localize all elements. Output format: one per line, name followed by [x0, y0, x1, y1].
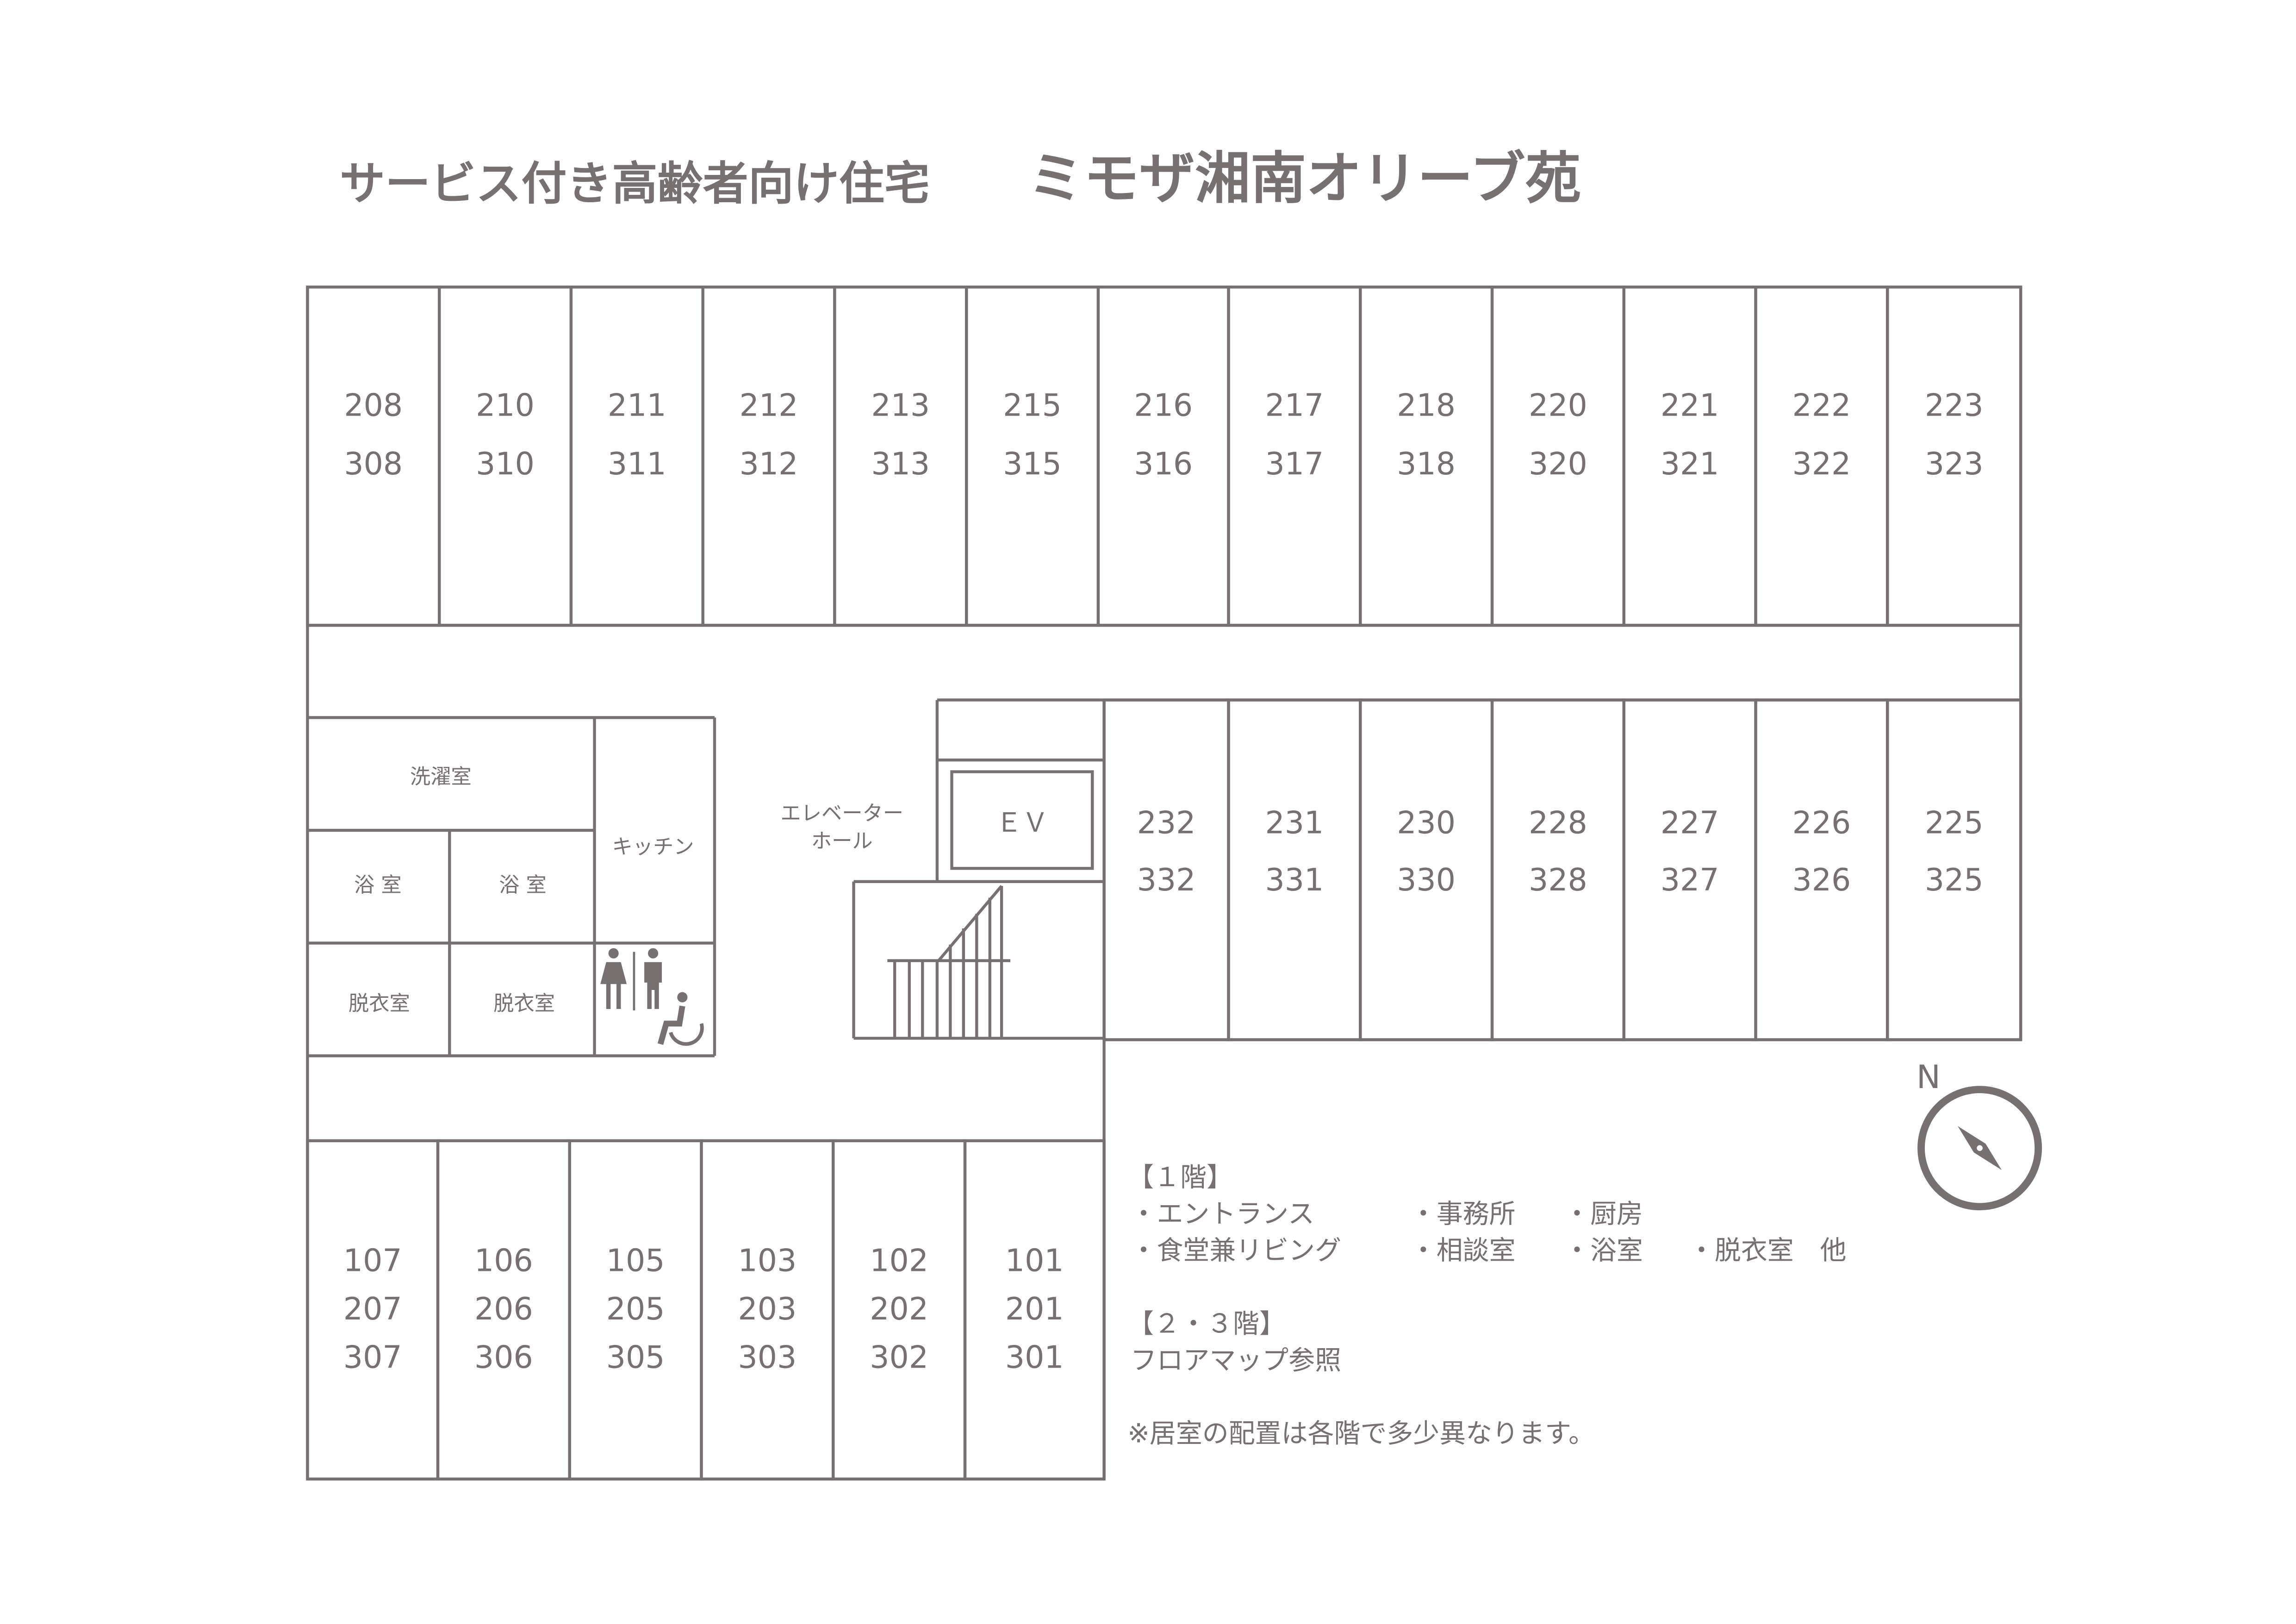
room-number: 317 [1265, 446, 1324, 482]
room-grid: 208 308 210 310 211 311 212 312 213 313 215 315 216 3… [306, 286, 2022, 1481]
room-number: 225 [1925, 804, 1984, 840]
walls [306, 286, 2022, 1481]
room-number: 310 [476, 446, 535, 482]
room-number: 101 [1005, 1242, 1064, 1278]
room-number: 232 [1137, 804, 1196, 840]
legend-item: ・浴室 [1564, 1235, 1643, 1266]
room-number: 231 [1265, 804, 1324, 840]
room-number: 218 [1397, 387, 1456, 423]
room-number: 107 [343, 1242, 402, 1278]
room-number: 322 [1792, 446, 1851, 482]
room-number: 330 [1397, 862, 1456, 898]
dressing-room-label: 脱衣室 [348, 992, 410, 1015]
room-number: 226 [1792, 804, 1851, 840]
room-number: 316 [1134, 446, 1193, 482]
legend: 【１階】 ・エントランス ・事務所 ・厨房 ・食堂兼リビング ・相談室 ・浴室 … [1127, 1162, 1846, 1449]
dressing-room-label: 脱衣室 [493, 992, 555, 1015]
legend-floor23-text: フロアマップ参照 [1131, 1345, 1341, 1375]
legend-note: ※居室の配置は各階で多少異なります。 [1127, 1419, 1595, 1449]
room-number: 228 [1529, 804, 1587, 840]
room-number: 307 [343, 1339, 402, 1375]
room-number: 210 [476, 387, 535, 423]
room-number: 223 [1925, 387, 1984, 423]
legend-item: ・厨房 [1564, 1199, 1643, 1229]
laundry-room-label: 洗濯室 [410, 765, 472, 789]
room-number: 327 [1661, 862, 1719, 898]
staircase-icon [887, 885, 1011, 1039]
legend-item: ・相談室 [1410, 1235, 1516, 1266]
room-number: 217 [1265, 387, 1324, 423]
room-number: 227 [1661, 804, 1719, 840]
room-number: 202 [870, 1291, 928, 1327]
room-number: 315 [1003, 446, 1062, 482]
title-prefix: サービス付き高齢者向け住宅 [340, 157, 930, 210]
room-number: 325 [1925, 862, 1984, 898]
legend-item: ・事務所 [1410, 1199, 1516, 1229]
room-number: 106 [474, 1242, 533, 1278]
room-number: 201 [1005, 1291, 1064, 1327]
kitchen-label: キッチン [612, 835, 694, 859]
legend-floor1-heading: 【１階】 [1127, 1162, 1233, 1193]
room-number: 318 [1397, 446, 1456, 482]
restroom-icon [600, 948, 662, 1011]
room-number: 208 [344, 387, 403, 423]
room-number: 328 [1529, 862, 1587, 898]
room-number: 311 [608, 446, 666, 482]
facility-name: ミモザ湘南オリーブ苑 [1028, 146, 1581, 211]
room-number: 102 [870, 1242, 928, 1278]
room-number: 331 [1265, 862, 1324, 898]
room-number: 207 [343, 1291, 402, 1327]
room-number: 306 [474, 1339, 533, 1375]
room-number: 323 [1925, 446, 1984, 482]
compass-icon [1917, 1086, 2042, 1211]
room-number: 326 [1792, 862, 1851, 898]
room-number: 305 [606, 1339, 665, 1375]
bath-label: 浴 室 [499, 873, 547, 897]
legend-item: ・エントランス [1131, 1199, 1314, 1229]
room-number: 221 [1661, 387, 1719, 423]
room-number: 203 [738, 1291, 796, 1327]
room-number: 211 [608, 387, 666, 423]
elevator-hall-label: ホール [811, 829, 873, 853]
room-number: 308 [344, 446, 403, 482]
room-number: 302 [870, 1339, 928, 1375]
wheelchair-icon [657, 992, 704, 1046]
bath-label: 浴 室 [354, 873, 402, 897]
room-number: 222 [1792, 387, 1851, 423]
room-number: 332 [1137, 862, 1196, 898]
elevator-hall-label: エレベーター [780, 802, 903, 825]
room-number: 303 [738, 1339, 796, 1375]
legend-floor23-heading: 【２・３階】 [1127, 1308, 1286, 1339]
compass-north-label: N [1916, 1058, 1941, 1096]
room-number: 205 [606, 1291, 665, 1327]
room-number: 313 [871, 446, 930, 482]
room-number: 206 [474, 1291, 533, 1327]
room-number: 216 [1134, 387, 1193, 423]
room-number: 220 [1529, 387, 1587, 423]
room-number: 301 [1005, 1339, 1064, 1375]
room-number: 320 [1529, 446, 1587, 482]
room-number: 212 [740, 387, 798, 423]
room-number: 215 [1003, 387, 1062, 423]
legend-item: ・脱衣室 他 [1688, 1235, 1847, 1266]
room-number: 213 [871, 387, 930, 423]
elevator-label: ＥＶ [996, 808, 1048, 838]
room-number: 103 [738, 1242, 796, 1278]
room-number: 321 [1661, 446, 1719, 482]
room-number: 312 [740, 446, 798, 482]
room-number: 230 [1397, 804, 1456, 840]
room-number: 105 [606, 1242, 665, 1278]
legend-item: ・食堂兼リビング [1131, 1235, 1341, 1266]
